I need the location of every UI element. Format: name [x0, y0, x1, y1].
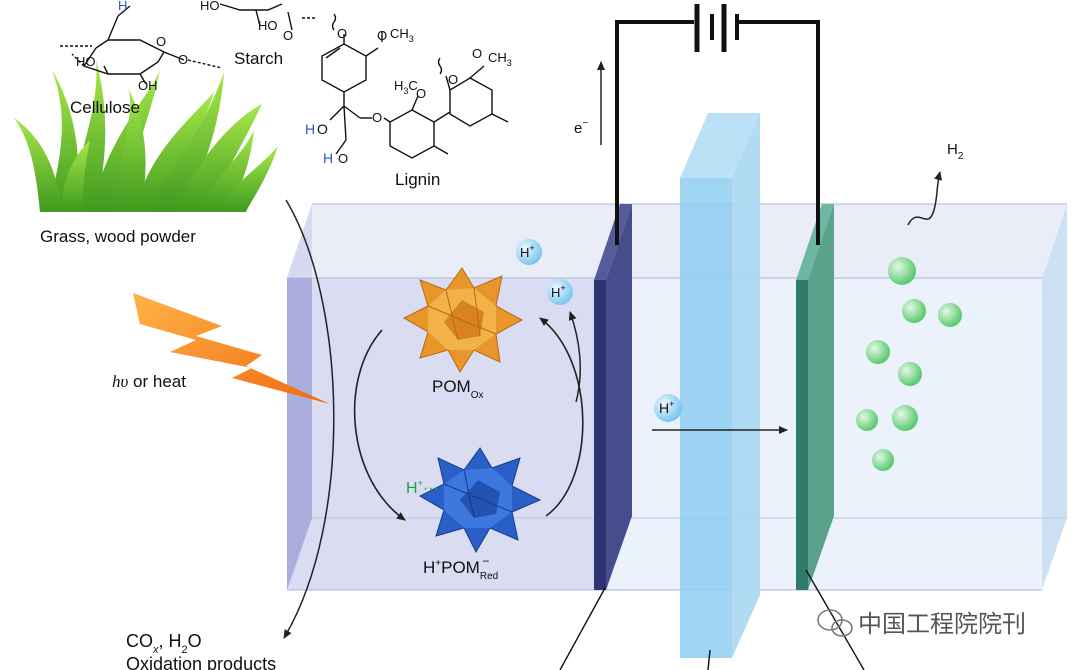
starch-ho2-label: HO	[258, 18, 278, 33]
oxidation-arrow	[539, 317, 584, 517]
lignin-h-blue-2: H	[323, 150, 333, 166]
hpom-red-label: H+POMRed−	[423, 554, 498, 582]
lightning-bolt-icon	[133, 293, 330, 404]
starch-label: Starch	[234, 49, 283, 68]
proton-exchange-membrane	[680, 113, 760, 658]
lignin-o8: O	[472, 46, 482, 61]
starch-structure	[219, 3, 316, 31]
cellulose-structure	[60, 5, 223, 85]
lignin-structure	[321, 13, 509, 159]
lignin-o7: O	[448, 72, 458, 87]
lignin-o1: O	[337, 26, 347, 41]
battery-icon	[694, 4, 739, 52]
svg-text:H+: H+	[659, 399, 674, 416]
light-heat-label: hυ or heat	[112, 372, 186, 391]
svg-text:H+: H+	[551, 283, 566, 300]
proton-ion-1: H+	[516, 239, 542, 265]
pom-ox-label: POMOx	[432, 377, 484, 401]
oxidation-products-label: Oxidation products	[126, 654, 276, 670]
cellulose-o-label: O	[156, 34, 166, 49]
lignin-h3c: H3C	[394, 78, 418, 96]
svg-text:H+: H+	[520, 243, 535, 260]
tank-right-face	[1042, 204, 1067, 590]
cathode-pointer-line	[805, 569, 865, 670]
proton-ion-membrane: H+	[654, 394, 682, 422]
lignin-o6: O	[416, 86, 426, 101]
lignin-h-blue-1: H	[305, 121, 315, 137]
hydrogen-bubbles	[856, 257, 962, 471]
lignin-o2: O	[377, 28, 387, 43]
anode-pointer-line	[559, 587, 606, 670]
h2-release-arrow	[907, 171, 942, 226]
proton-release-arrow	[568, 311, 581, 403]
electrolysis-tank	[287, 203, 1067, 591]
lignin-o3: O	[317, 121, 328, 137]
cellulose-h-label: H	[118, 0, 127, 13]
tank-top-face	[287, 204, 1067, 278]
biomass-flow-arrow	[283, 199, 335, 639]
starch-o-label: O	[283, 28, 293, 43]
anode-electrode	[594, 204, 632, 590]
pom-oxidized-cluster	[402, 267, 524, 373]
wechat-icon	[817, 609, 853, 637]
cellulose-oh-label: OH	[138, 78, 158, 93]
membrane-pointer-line	[707, 649, 711, 670]
cox-h2o-label: COx, H2O	[126, 631, 202, 656]
cellulose-o2-label: O	[178, 52, 188, 67]
lignin-label: Lignin	[395, 170, 440, 189]
lignin-ch3-2: CH3	[488, 50, 512, 68]
cathode-electrode	[796, 204, 834, 590]
pom-reduced-cluster	[418, 447, 542, 554]
starch-ho-label: HO	[200, 0, 220, 13]
tank-left-face	[287, 204, 312, 590]
lignin-ch3-1: CH3	[390, 26, 414, 44]
h2-label: H2	[947, 141, 964, 162]
grass-image	[14, 60, 278, 212]
cellulose-label: Cellulose	[70, 98, 140, 117]
lignin-o4: O	[372, 110, 382, 125]
lignin-o5: O	[338, 151, 348, 166]
h-plus-dots-label: H+···	[406, 478, 439, 497]
external-circuit	[615, 20, 820, 245]
grass-label: Grass, wood powder	[40, 227, 196, 246]
proton-ion-2: H+	[547, 279, 573, 305]
reduction-arrow	[353, 329, 406, 521]
watermark-text: 中国工程院院刊	[858, 611, 1026, 638]
cellulose-ho-label: HO	[76, 54, 96, 69]
electron-label: e−	[574, 118, 588, 137]
